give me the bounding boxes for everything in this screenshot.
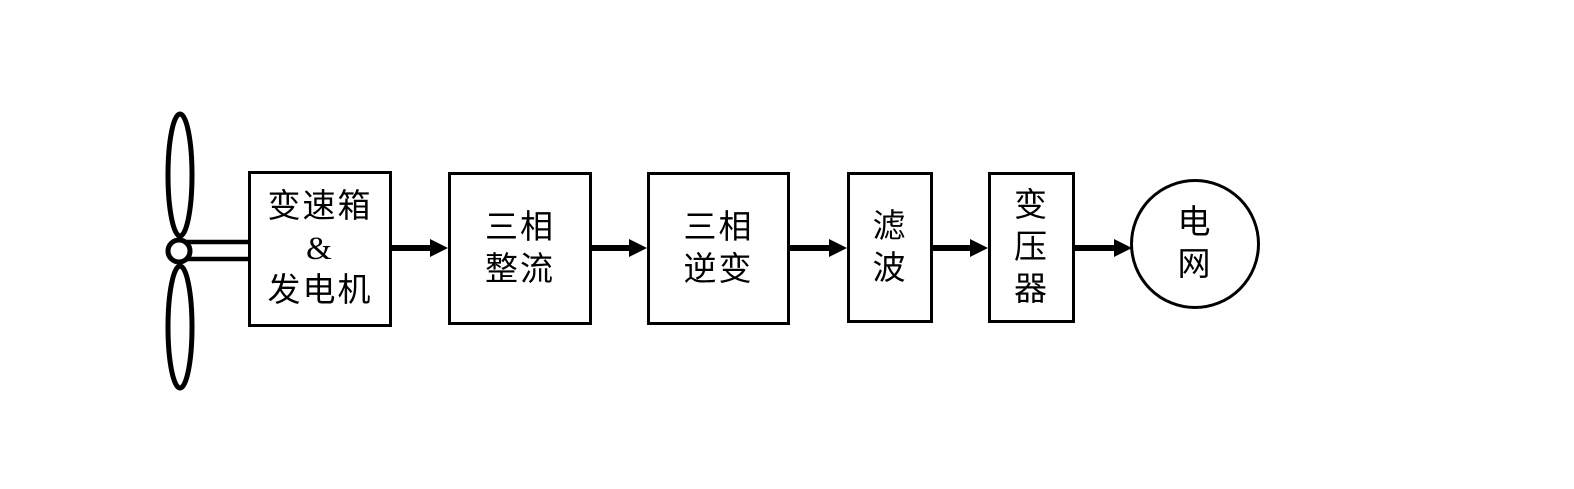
node-transformer-label: 变 压 器 (1014, 187, 1049, 308)
node-three-phase-inverter: 三相 逆变 (647, 172, 790, 325)
arrow-inverter-to-filter (790, 239, 847, 257)
node-gearbox-generator: 变速箱 & 发电机 (248, 171, 392, 327)
turbine-blade-top (165, 111, 195, 239)
node-power-grid: 电 网 (1130, 179, 1260, 309)
node-filter: 滤 波 (847, 172, 933, 323)
wind-turbine-icon (165, 111, 255, 391)
node-filter-label: 滤 波 (872, 208, 908, 287)
arrow-filter-to-transformer (933, 239, 988, 257)
node-gearbox-generator-label: 变速箱 & 发电机 (267, 189, 373, 309)
arrow-rectifier-to-inverter (592, 239, 647, 257)
node-three-phase-rectifier: 三相 整流 (448, 172, 592, 325)
node-three-phase-rectifier-label: 三相 整流 (485, 209, 555, 288)
node-power-grid-label: 电 网 (1177, 205, 1213, 283)
arrow-gearbox-to-rectifier (392, 239, 448, 257)
turbine-shaft (185, 239, 255, 262)
node-transformer: 变 压 器 (988, 172, 1075, 323)
node-three-phase-inverter-label: 三相 逆变 (683, 209, 754, 288)
turbine-hub (165, 237, 193, 265)
turbine-blade-bottom (165, 263, 195, 391)
arrow-transformer-to-grid (1075, 239, 1132, 257)
